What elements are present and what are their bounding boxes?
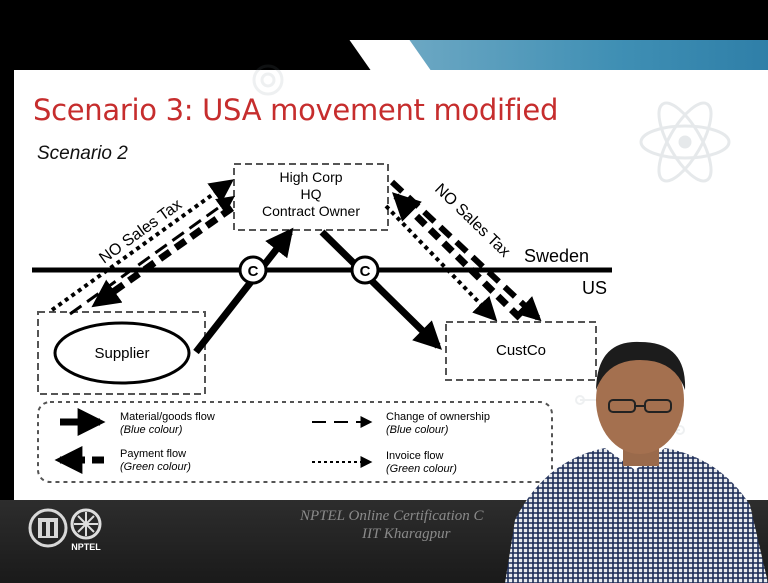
invoice-flow-hq-custco <box>384 204 498 322</box>
gear-icon <box>252 64 284 96</box>
hq-line-3: Contract Owner <box>262 203 360 219</box>
customs-marker-left-label: C <box>248 263 259 280</box>
sweden-label: Sweden <box>524 246 589 266</box>
footer-watermark-line-2: IIT Kharagpur <box>362 526 451 542</box>
hq-line-2: HQ <box>301 186 322 202</box>
payment-flow-custco-hq <box>392 192 523 321</box>
atom-icon <box>639 101 731 183</box>
supplier-label: Supplier <box>94 345 149 362</box>
legend-box <box>37 401 553 483</box>
material-flow-supplier-hq <box>193 227 294 355</box>
legend-payment-title: Payment flow <box>120 448 186 460</box>
header-blue-band <box>395 40 768 70</box>
supplier-ellipse <box>53 321 191 385</box>
legend-invoice-title: Invoice flow <box>386 450 444 462</box>
customs-marker-right <box>350 255 380 285</box>
iit-emblem-icon <box>28 508 68 548</box>
legend-ownership-sub: (Blue colour) <box>386 424 449 436</box>
nptel-logo-icon <box>70 508 102 540</box>
legend-material-sub: (Blue colour) <box>120 424 183 436</box>
customs-marker-left <box>238 255 268 285</box>
ownership-flow-supplier-hq <box>69 195 235 316</box>
us-label: US <box>582 278 607 298</box>
hq-line-1: High Corp <box>279 169 342 185</box>
presenter-hair <box>596 341 686 390</box>
payment-flow-hq-supplier <box>91 205 235 308</box>
footer-logos: NPTEL <box>28 508 102 552</box>
presenter-head <box>596 346 684 454</box>
slide-subtitle: Scenario 2 <box>37 143 128 164</box>
nptel-logo-label: NPTEL <box>71 542 101 552</box>
legend-material-title: Material/goods flow <box>120 411 215 423</box>
top-letterbox <box>0 0 768 40</box>
header-dark-strip <box>0 40 395 70</box>
presenter-shirt <box>505 448 768 583</box>
legend-invoice-sub: (Green colour) <box>386 463 457 475</box>
slide-title: Scenario 3: USA movement modified <box>33 93 559 127</box>
footer-watermark-line-1: NPTEL Online Certification C <box>300 508 484 524</box>
hq-box <box>233 163 389 231</box>
invoice-flow-supplier-hq <box>50 179 234 312</box>
legend-ownership-title: Change of ownership <box>386 411 490 423</box>
presenter-video <box>505 341 768 583</box>
legend-payment-sub: (Green colour) <box>120 461 191 473</box>
custco-label: CustCo <box>496 342 546 359</box>
no-sales-tax-left: NO Sales Tax <box>96 196 185 267</box>
material-flow-hq-custco <box>319 229 442 350</box>
customs-marker-right-label: C <box>360 263 371 280</box>
custco-box <box>445 321 597 381</box>
no-sales-tax-right: NO Sales Tax <box>431 181 513 261</box>
